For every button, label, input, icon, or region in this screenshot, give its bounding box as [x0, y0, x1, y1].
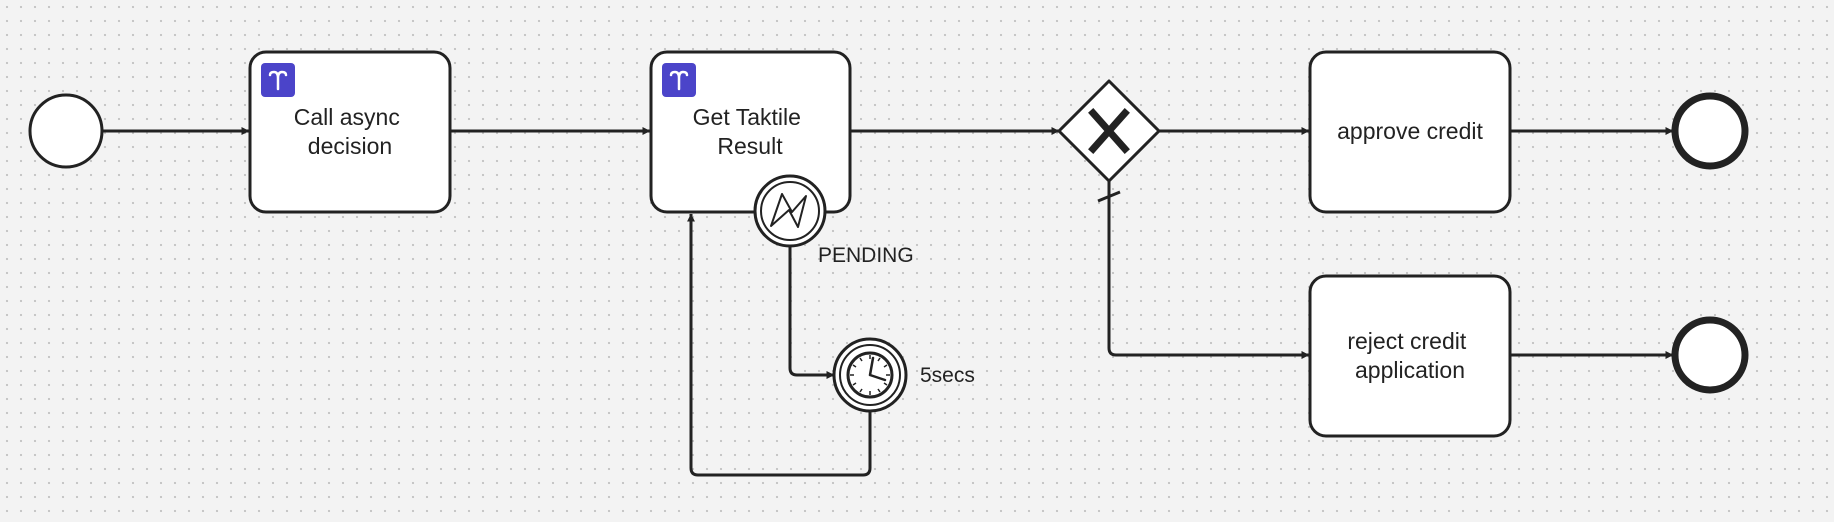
lightning-icon [770, 193, 807, 228]
task-label: reject credit [1347, 328, 1466, 354]
default-flow-marker [1097, 190, 1121, 203]
task-get-taktile-result[interactable]: Get Taktile Result [649, 50, 852, 214]
task-label: Get Taktile [693, 104, 801, 130]
svg-text:Call async decision: Call async decision [294, 104, 407, 159]
clock-icon [846, 351, 894, 399]
taktile-logo-icon [261, 63, 295, 97]
svg-text:reject credit applicatio: reject credit application [1347, 328, 1472, 383]
task-approve-credit[interactable]: approve credit [1308, 50, 1512, 214]
flow-timer-to-get-result[interactable] [687, 213, 872, 477]
task-label: Result [717, 133, 783, 159]
error-event-label: PENDING [818, 244, 914, 267]
svg-text:Get Taktile Result: Get Taktile Result [693, 104, 808, 159]
exclusive-gateway[interactable] [1057, 79, 1161, 183]
task-label: approve credit [1337, 118, 1483, 144]
end-event-approved[interactable] [1671, 92, 1749, 170]
task-call-async-decision[interactable]: Call async decision [248, 50, 452, 214]
taktile-logo-icon [662, 63, 696, 97]
timer-intermediate-event[interactable] [832, 337, 908, 413]
flow-gateway-to-reject[interactable] [1107, 181, 1310, 359]
start-event[interactable] [28, 93, 104, 169]
end-event-rejected[interactable] [1671, 316, 1749, 394]
flow-error-to-timer[interactable] [788, 245, 835, 379]
task-label: application [1355, 357, 1465, 383]
task-label: Call async [294, 104, 400, 130]
error-boundary-event[interactable] [753, 174, 827, 248]
task-reject-credit-application[interactable]: reject credit application [1308, 274, 1512, 438]
x-icon [1088, 108, 1130, 154]
task-label: decision [308, 133, 392, 159]
timer-event-label: 5secs [920, 364, 975, 387]
